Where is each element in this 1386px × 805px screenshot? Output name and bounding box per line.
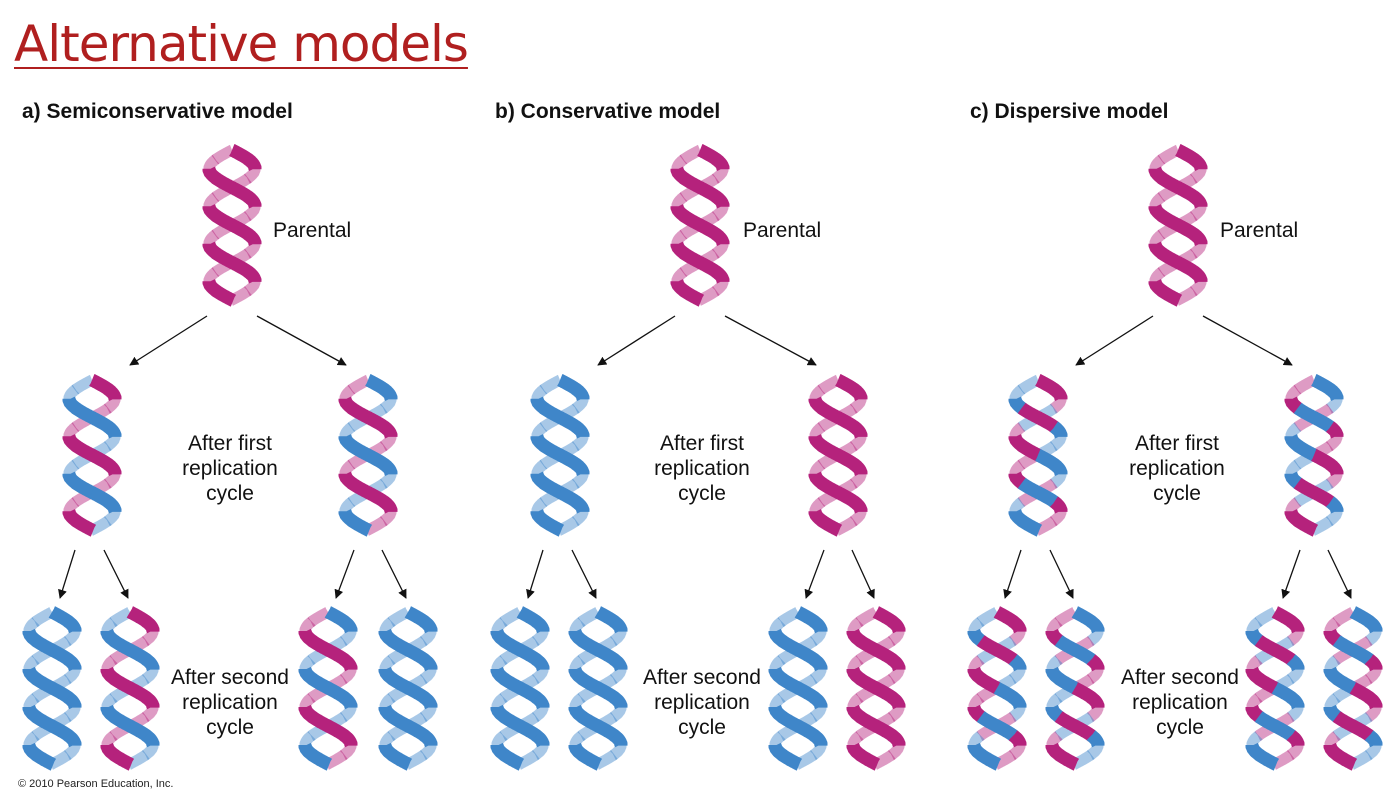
first-cycle-label-a: After first replication cycle [182, 432, 278, 505]
arrow-first-right-a-c [1281, 549, 1301, 599]
second-gen-helix-b-2 [568, 606, 628, 771]
arrow-first-right-b-b [851, 549, 875, 599]
second-gen-helix-c-4 [1323, 606, 1383, 771]
parental-helix-b [670, 143, 730, 307]
second-gen-helix-a-1 [22, 606, 82, 771]
second-gen-helix-b-3 [768, 606, 828, 771]
first-gen-right-helix-c [1284, 373, 1344, 537]
arrow-parent-left-b [597, 315, 676, 366]
first-gen-left-helix-b [530, 373, 590, 537]
second-cycle-label-b: After second replication cycle [643, 666, 761, 739]
semiconservative-heading: a) Semiconservative model [22, 100, 293, 123]
copyright-notice: © 2010 Pearson Education, Inc. [18, 778, 174, 790]
arrow-parent-right-b [724, 315, 817, 366]
first-cycle-label-b: After first replication cycle [654, 432, 750, 505]
arrow-first-left-b-c [1049, 549, 1074, 599]
parental-helix-c [1148, 143, 1208, 307]
arrow-first-left-a-a [58, 549, 76, 599]
second-gen-helix-c-2 [1045, 606, 1105, 771]
arrow-first-right-a-a [334, 549, 355, 599]
second-gen-helix-a-3 [298, 606, 358, 771]
second-gen-helix-a-2 [100, 606, 160, 771]
arrow-first-right-a-b [804, 549, 825, 599]
second-cycle-label-a: After second replication cycle [171, 666, 289, 739]
conservative-heading: b) Conservative model [495, 100, 721, 123]
parental-label-b: Parental [743, 219, 822, 242]
arrow-first-right-b-a [381, 549, 407, 599]
first-gen-right-helix-b [808, 373, 868, 537]
parental-helix-a [202, 143, 262, 307]
first-gen-right-helix-a [338, 373, 398, 537]
arrow-first-left-a-c [1003, 549, 1022, 599]
second-gen-helix-a-4 [378, 606, 438, 771]
first-gen-left-helix-a [62, 373, 122, 537]
second-cycle-label-c: After second replication cycle [1121, 666, 1239, 739]
second-gen-helix-b-4 [846, 606, 906, 771]
arrow-parent-left-c [1075, 315, 1154, 366]
arrow-first-right-b-c [1327, 549, 1352, 599]
arrow-first-left-b-a [103, 549, 129, 599]
second-gen-helix-b-1 [490, 606, 550, 771]
arrow-first-left-b-b [571, 549, 597, 599]
arrow-first-left-a-b [526, 549, 544, 599]
arrow-parent-right-c [1202, 315, 1293, 366]
first-gen-left-helix-c [1008, 373, 1068, 537]
parental-label-c: Parental [1220, 219, 1299, 242]
parental-label-a: Parental [273, 219, 352, 242]
second-gen-helix-c-3 [1245, 606, 1305, 771]
arrow-parent-right-a [256, 315, 347, 366]
first-cycle-label-c: After first replication cycle [1129, 432, 1225, 505]
second-gen-helix-c-1 [967, 606, 1027, 771]
arrow-parent-left-a [129, 315, 208, 366]
dispersive-heading: c) Dispersive model [970, 100, 1169, 123]
slide-title: Alternative models [14, 15, 469, 73]
